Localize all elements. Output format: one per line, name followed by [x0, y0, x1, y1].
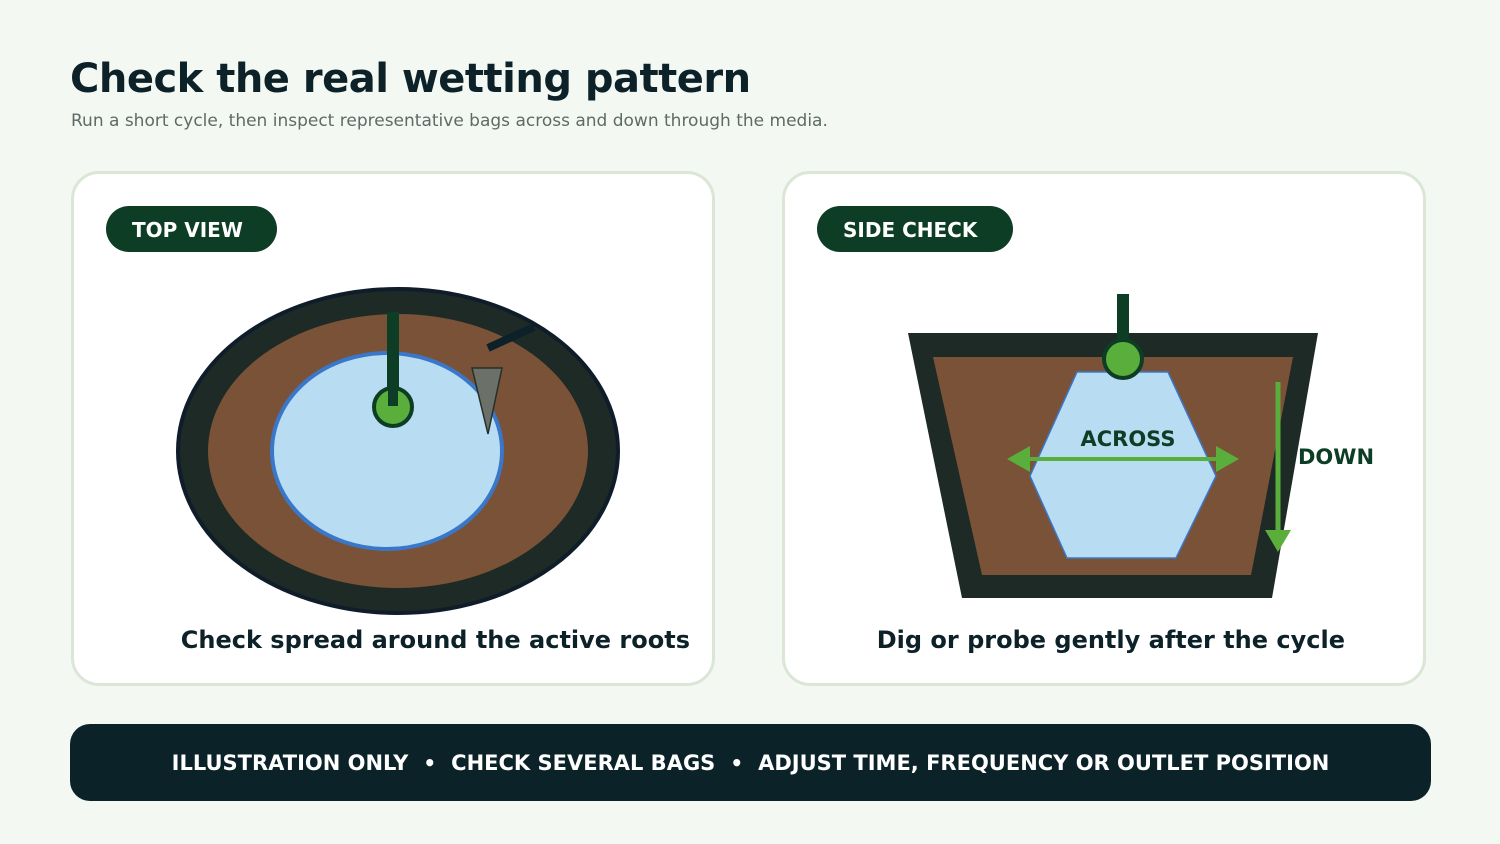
down-arrow-head [1265, 530, 1291, 552]
top-view-illustration [176, 287, 620, 615]
top-view-panel: TOP VIEW Check spread around the active … [71, 171, 715, 686]
bullet-dot-icon: • [730, 750, 744, 775]
across-arrow-left-head [1007, 446, 1030, 472]
wet-zone-side [1029, 371, 1217, 559]
top-view-tag: TOP VIEW [106, 206, 277, 252]
probe-tip-icon [471, 367, 503, 435]
top-view-caption: Check spread around the active roots [180, 626, 690, 654]
side-check-tag: SIDE CHECK [817, 206, 1013, 252]
across-label: ACROSS [1081, 427, 1176, 451]
across-arrow-right-head [1216, 446, 1239, 472]
bullet-dot-icon: • [423, 750, 437, 775]
side-check-illustration: ACROSS DOWN [908, 294, 1374, 598]
side-check-panel: ACROSS DOWN SIDE CHECK Dig or probe gent… [782, 171, 1426, 686]
page-subtitle: Run a short cycle, then inspect represen… [71, 111, 828, 131]
page-title: Check the real wetting pattern [70, 56, 751, 102]
bag-rim-shadow [176, 287, 620, 615]
probe-handle [486, 323, 536, 352]
footer-item-adjust: ADJUST TIME, FREQUENCY OR OUTLET POSITIO… [758, 750, 1330, 775]
footer-banner: ILLUSTRATION ONLY • CHECK SEVERAL BAGS •… [70, 724, 1431, 801]
down-label: DOWN [1298, 445, 1374, 469]
footer-item-check-bags: CHECK SEVERAL BAGS [451, 750, 716, 775]
emitter-icon-side [1102, 338, 1144, 380]
side-check-caption: Dig or probe gently after the cycle [876, 626, 1345, 654]
emitter-stem-center [388, 374, 398, 406]
footer-item-illustration: ILLUSTRATION ONLY [171, 750, 409, 775]
